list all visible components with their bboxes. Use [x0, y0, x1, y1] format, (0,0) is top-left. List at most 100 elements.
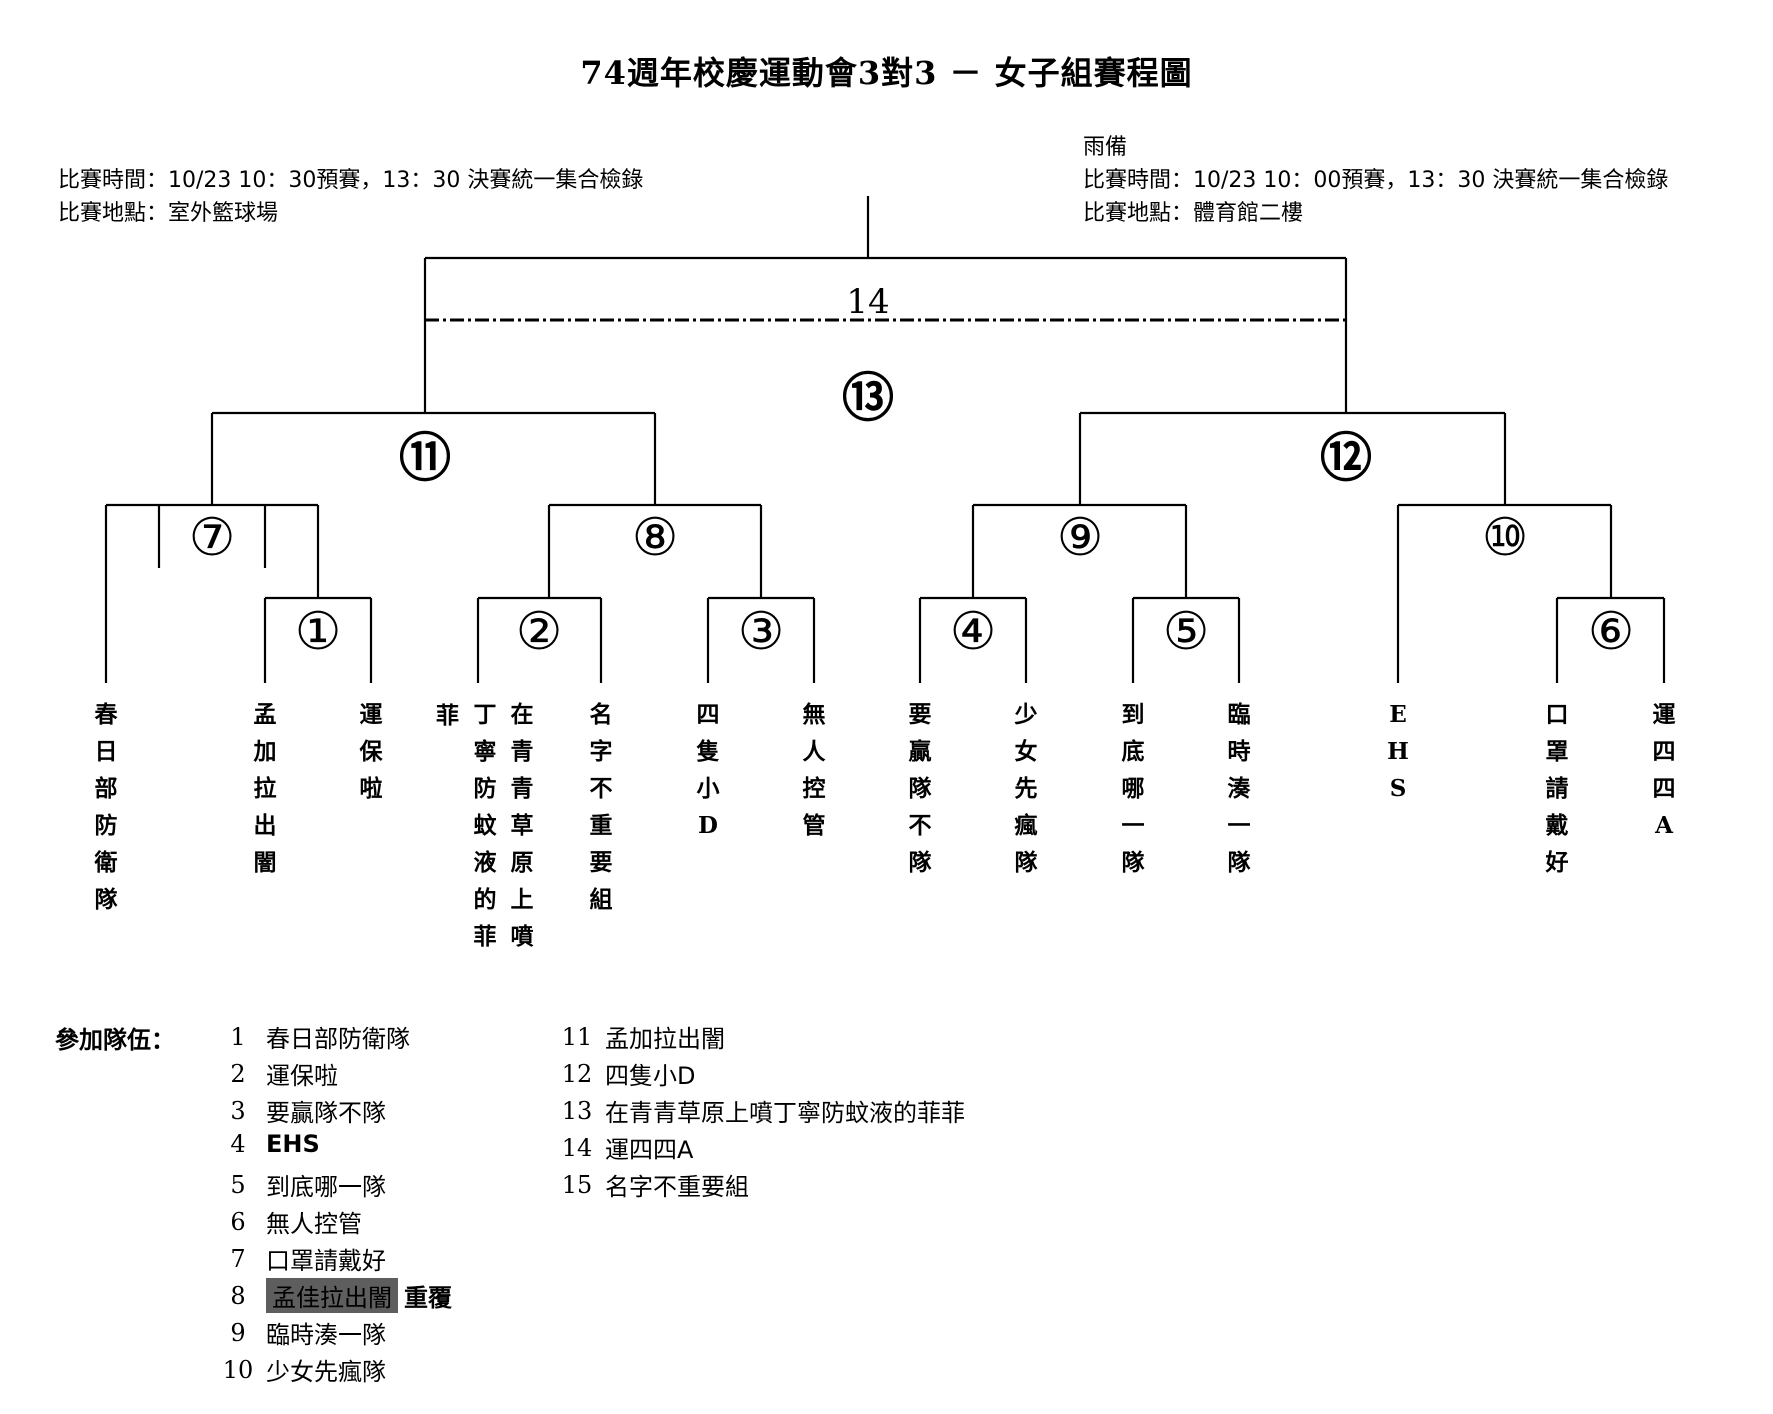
- team-name-glyph: 液: [473, 849, 497, 876]
- bracket-team-10: 到底哪一隊: [1118, 696, 1148, 881]
- roster-name: 臨時湊一隊: [266, 1321, 386, 1349]
- roster-item-8: 8 孟佳拉出闇重覆: [216, 1278, 452, 1315]
- team-name-glyph: 少: [1014, 701, 1038, 728]
- team-name-glyph: 底: [1121, 738, 1145, 765]
- team-name-glyph: 口: [1545, 701, 1569, 728]
- right-schedule-info: 雨備 比賽時間：10/23 10：00預賽，13：30 決賽統一集合檢錄 比賽地…: [1083, 131, 1668, 230]
- roster-num: 4: [230, 1130, 246, 1158]
- bracket-team-7: 無人控管: [799, 696, 829, 844]
- roster-num: 7: [230, 1244, 246, 1273]
- bracket-team-5: 名字不重要組: [586, 696, 616, 918]
- team-name-glyph: 到: [1121, 701, 1145, 728]
- team-name-glyph: 無: [802, 701, 826, 728]
- team-name-glyph: 四: [696, 701, 720, 728]
- roster-item-5: 5 到底哪一隊: [216, 1167, 386, 1204]
- team-name-glyph: 隊: [1227, 849, 1251, 876]
- team-name-glyph: 保: [359, 738, 383, 765]
- right-match-place: 比賽地點：體育館二樓: [1083, 201, 1304, 226]
- bracket-team-2: 孟加拉出闇: [250, 696, 280, 881]
- match-7: ⑦: [188, 508, 236, 568]
- team-name-glyph: S: [1389, 775, 1407, 802]
- roster-name-duplicate-highlight: 孟佳拉出闇: [266, 1278, 398, 1313]
- team-name-glyph: 春: [94, 701, 118, 728]
- team-name-glyph: 運: [1652, 701, 1676, 728]
- team-name-glyph: 罩: [1545, 738, 1569, 765]
- team-name-glyph: 臨: [1227, 701, 1251, 728]
- team-name-glyph: 青: [510, 775, 534, 802]
- team-name-glyph: 青: [510, 738, 534, 765]
- match-1: ①: [294, 602, 342, 662]
- match-6: ⑥: [1587, 602, 1635, 662]
- bracket-prefix-char: 菲: [436, 702, 459, 729]
- left-match-time: 比賽時間：10/23 10：30預賽，13：30 決賽統一集合檢錄: [58, 168, 644, 193]
- team-name-glyph: 隊: [1121, 849, 1145, 876]
- final-match-number: ⑬: [841, 368, 894, 429]
- roster-item-7: 7 口罩請戴好: [216, 1241, 386, 1278]
- roster-name: 要贏隊不隊: [266, 1099, 386, 1127]
- team-name-glyph: 管: [802, 812, 826, 839]
- team-name-glyph: 戴: [1545, 812, 1569, 839]
- roster-name: 名字不重要組: [605, 1173, 749, 1201]
- team-name-glyph: 時: [1227, 738, 1251, 765]
- roster-num: 10: [222, 1355, 254, 1384]
- roster-name: 四隻小D: [605, 1062, 696, 1090]
- match-9: ⑨: [1056, 508, 1104, 568]
- roster-name: 到底哪一隊: [266, 1173, 386, 1201]
- team-name-glyph: 隊: [908, 775, 932, 802]
- roster-name: 春日部防衛隊: [266, 1025, 410, 1053]
- team-name-glyph: 闇: [253, 849, 277, 876]
- team-name-glyph: 防: [473, 775, 497, 802]
- roster-num: 8: [230, 1281, 246, 1310]
- bracket-team-4a: 丁寧防蚊液的菲: [470, 696, 500, 955]
- roster-num: 11: [561, 1022, 593, 1051]
- page-title: 74週年校慶運動會3對3 － 女子組賽程圖: [580, 54, 1193, 92]
- team-name-glyph: 四: [1652, 775, 1676, 802]
- team-name-glyph: 拉: [253, 775, 277, 802]
- bracket-team-11: 臨時湊一隊: [1224, 696, 1254, 881]
- team-name-glyph: 四: [1652, 738, 1676, 765]
- team-name-glyph: 出: [253, 812, 277, 839]
- bracket-team-1: 春日部防衛隊: [91, 696, 121, 918]
- match-3: ③: [737, 602, 785, 662]
- team-name-glyph: D: [698, 812, 718, 839]
- team-name-glyph: 字: [589, 738, 613, 765]
- match-8: ⑧: [631, 508, 679, 568]
- team-name-glyph: H: [1387, 738, 1409, 765]
- team-name-glyph: 加: [253, 738, 277, 765]
- match-2: ②: [515, 602, 563, 662]
- duplicate-note: 重覆: [404, 1284, 452, 1312]
- roster-num: 2: [230, 1059, 246, 1088]
- team-name-glyph: 隊: [94, 886, 118, 913]
- roster-num: 5: [230, 1170, 246, 1199]
- match-5: ⑤: [1162, 602, 1210, 662]
- team-name-glyph: 上: [510, 886, 534, 913]
- roster-name: 在青青草原上噴丁寧防蚊液的菲菲: [605, 1099, 965, 1127]
- team-name-glyph: 不: [589, 775, 613, 802]
- roster-name: 運四四A: [605, 1136, 694, 1164]
- team-name-glyph: 要: [589, 849, 613, 876]
- bracket-team-13: 口罩請戴好: [1542, 696, 1572, 881]
- team-name-glyph: 人: [802, 738, 826, 765]
- team-name-glyph: 隻: [696, 738, 720, 765]
- team-name-glyph: 贏: [908, 738, 932, 765]
- team-name-glyph: 菲: [473, 923, 497, 950]
- roster-name: 無人控管: [266, 1210, 362, 1238]
- team-name-glyph: 名: [589, 701, 613, 728]
- team-name-glyph: 部: [94, 775, 118, 802]
- roster-num: 6: [230, 1207, 246, 1236]
- roster-name: EHS: [266, 1130, 320, 1158]
- roster-num: 15: [561, 1170, 593, 1199]
- left-match-place: 比賽地點：室外籃球場: [58, 201, 279, 226]
- team-name-glyph: 先: [1014, 775, 1038, 802]
- team-name-glyph: 請: [1545, 775, 1569, 802]
- bracket-team-8: 要贏隊不隊: [905, 696, 935, 881]
- roster-name: 口罩請戴好: [266, 1247, 386, 1275]
